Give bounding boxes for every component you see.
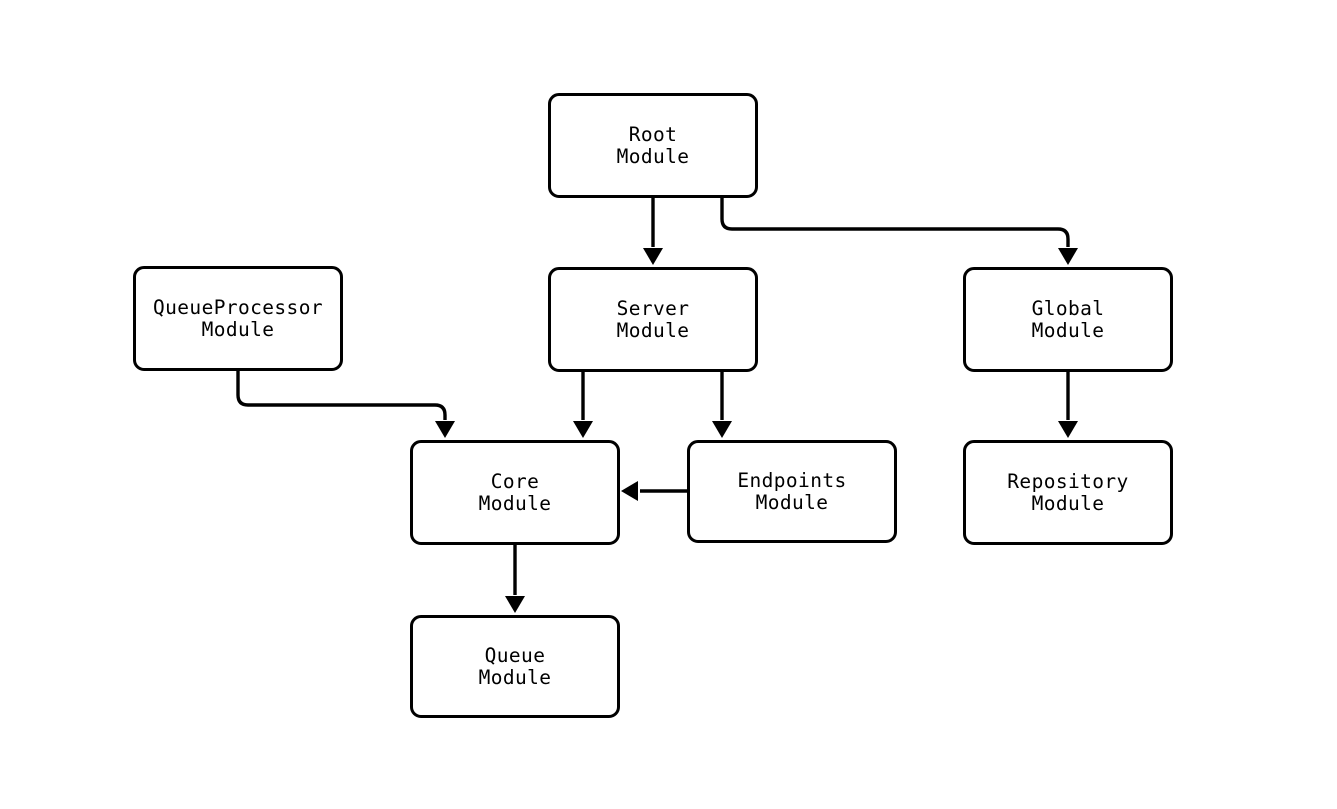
node-server-suffix: Module <box>616 318 690 342</box>
node-server-name: Server <box>616 296 690 320</box>
node-global-name: Global <box>1031 296 1105 320</box>
node-endpoints-suffix: Module <box>755 490 829 514</box>
node-endpoints-name: Endpoints <box>737 468 847 492</box>
arrowhead-core-to-queue <box>505 596 525 613</box>
node-queueprocessor-suffix: Module <box>201 317 275 341</box>
node-global-suffix: Module <box>1031 318 1105 342</box>
arrowhead-server-to-core <box>573 421 593 438</box>
node-root-suffix: Module <box>616 144 690 168</box>
node-repository-name: Repository <box>1007 469 1129 493</box>
arrowhead-server-to-endpoints <box>712 421 732 438</box>
arrowhead-queueprocessor-to-core <box>435 421 455 438</box>
edge-queueprocessor-to-core <box>236 371 447 420</box>
node-queueprocessor-name: QueueProcessor <box>153 295 323 319</box>
node-root-name: Root <box>628 122 678 146</box>
node-repository-suffix: Module <box>1031 491 1105 515</box>
node-queue-suffix: Module <box>478 665 552 689</box>
arrowhead-root-to-global <box>1058 248 1078 265</box>
arrowhead-endpoints-to-core <box>621 481 638 501</box>
arrowhead-global-to-repository <box>1058 421 1078 438</box>
arrowhead-root-to-server <box>643 248 663 265</box>
node-queue-name: Queue <box>484 643 546 667</box>
node-core-name: Core <box>490 469 540 493</box>
node-core-suffix: Module <box>478 491 552 515</box>
edge-root-to-global <box>720 198 1070 247</box>
